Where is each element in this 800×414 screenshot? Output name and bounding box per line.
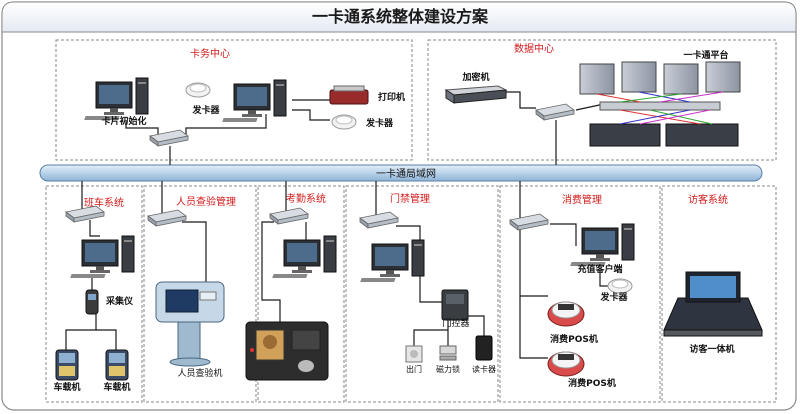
exit-button-icon — [405, 345, 423, 363]
check-machine-icon — [155, 281, 225, 367]
bus-system-frame — [45, 185, 143, 403]
card-issuer-icon — [185, 82, 211, 98]
card-issuer-2-label: 发卡器 — [365, 117, 394, 129]
section-title-bus: 班车系统 — [84, 196, 124, 209]
lan-bar — [39, 164, 763, 182]
visitor-terminal-icon — [663, 271, 763, 337]
door-controller-label: 门控器 — [442, 317, 469, 329]
card-center-frame — [55, 39, 413, 161]
bus-device-2-icon — [105, 349, 129, 381]
collector-label: 采集仪 — [105, 295, 134, 307]
personnel-check-frame — [143, 185, 257, 403]
card-issuer-label: 发卡器 — [191, 104, 220, 116]
card-issuer-2-icon — [331, 114, 357, 130]
check-machine-label: 人员查验机 — [177, 367, 222, 379]
pos-2-label: 消费POS机 — [568, 377, 616, 389]
door-lock-icon — [439, 345, 457, 361]
consumption-frame — [499, 185, 661, 403]
card-init-label: 卡片初始化 — [101, 115, 146, 127]
lan-label: 一卡通局域网 — [376, 167, 436, 180]
section-title-visitor: 访客系统 — [688, 193, 728, 206]
bus-device-1-label: 车载机 — [53, 381, 80, 393]
section-title-personnel: 人员查验管理 — [176, 195, 236, 208]
door-controller-icon — [441, 289, 469, 321]
face-terminal-icon — [245, 321, 329, 381]
title-bar — [1, 1, 797, 33]
access-control-frame — [345, 185, 499, 403]
bus-device-1-icon — [55, 349, 79, 381]
card-issuer-3-icon — [607, 278, 633, 294]
platform-label: 一卡通平台 — [683, 49, 728, 61]
connection-lines — [65, 91, 612, 359]
visitor-terminal-label: 访客一体机 — [689, 343, 734, 355]
card-reader-icon — [475, 335, 493, 361]
pos-2-icon — [547, 351, 585, 377]
section-title-card-center: 卡务中心 — [190, 47, 230, 60]
data-center-frame — [427, 39, 777, 161]
bus-device-2-label: 车载机 — [103, 381, 130, 393]
section-title-access: 门禁管理 — [390, 192, 430, 205]
server-cluster-icon — [579, 61, 741, 147]
door-lock-label: 磁力锁 — [436, 364, 460, 374]
card-issuer-3-label: 发卡器 — [599, 291, 628, 303]
exit-button-label: 出门 — [406, 364, 422, 374]
printer-icon — [329, 85, 369, 105]
visitor-frame — [661, 185, 777, 403]
section-title-data-center: 数据中心 — [514, 42, 554, 55]
card-reader-label: 读卡器 — [472, 364, 496, 374]
printer-label: 打印机 — [378, 91, 405, 103]
attendance-frame — [257, 185, 345, 403]
encryptor-label: 加密机 — [461, 71, 489, 83]
pos-1-icon — [547, 301, 585, 327]
recharge-client-label: 充值客户端 — [577, 263, 622, 275]
section-title-attendance: 考勤系统 — [286, 192, 326, 205]
section-title-consumption: 消费管理 — [562, 193, 602, 206]
collector-icon — [85, 289, 99, 315]
pos-1-label: 消费POS机 — [550, 333, 598, 345]
encryptor-icon — [444, 85, 508, 104]
page-title: 一卡通系统整体建设方案 — [312, 7, 489, 26]
